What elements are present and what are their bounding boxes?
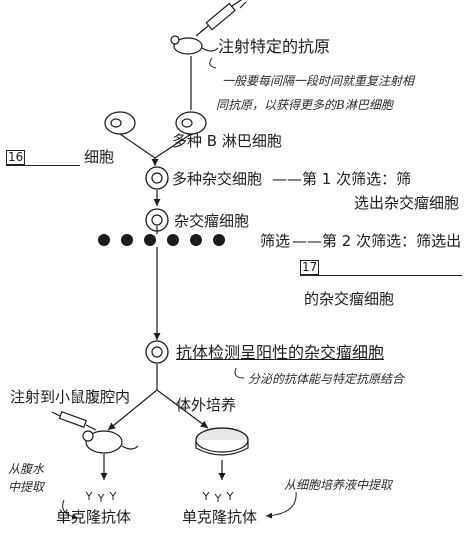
screen-label: 筛选: [260, 232, 291, 250]
mouse-icon: [170, 35, 219, 55]
screen1-line1: ——第 1 次筛选：筛: [272, 170, 412, 188]
b-cell-right: [175, 111, 207, 135]
b-cell-left: [104, 111, 136, 135]
positive-cell: [145, 340, 169, 364]
extract-left-line2: 中提取: [8, 480, 45, 494]
blank-17-number: 17: [300, 260, 320, 275]
blank-16-suffix: 细胞: [84, 148, 115, 166]
antibody-icon-left: [85, 491, 117, 502]
syringe-icon-bottom: [51, 410, 97, 431]
antibody-icon-right: [202, 491, 234, 502]
hybrid-cells-label: 多种杂交细胞: [172, 170, 263, 188]
branch-left-label: 注射到小鼠腹腔内: [10, 388, 131, 406]
b-cells-label: 多种 B 淋巴细胞: [172, 132, 282, 150]
blank-16-number: 16: [6, 150, 26, 165]
syringe-icon: [195, 0, 247, 37]
inject-note-line2: 同抗原，以获得更多的B淋巴细胞: [216, 98, 393, 112]
mouse-icon-bottom: [82, 430, 139, 454]
positive-label: 抗体检测呈阳性的杂交瘤细胞: [176, 343, 385, 362]
hybrid-cell: [145, 166, 169, 190]
mab-right-label: 单克隆抗体: [182, 508, 258, 526]
hybridoma-label: 杂交瘤细胞: [174, 212, 250, 230]
blank-17-line: [300, 275, 462, 276]
petri-dish-icon: [195, 427, 249, 456]
inject-note-line1: 一般要每间隔一段时间就重复注射相: [222, 74, 415, 88]
mab-left-label: 单克隆抗体: [56, 508, 132, 526]
screen2-line1: ——第 2 次筛选：筛选出: [292, 232, 462, 250]
positive-note: 分泌的抗体能与特定抗原结合: [248, 372, 405, 386]
screening-dots: [98, 234, 225, 246]
screen2-line3: 的杂交瘤细胞: [304, 290, 395, 308]
blank-16-line: [6, 165, 80, 166]
screen1-line2: 选出杂交瘤细胞: [354, 194, 460, 212]
extract-left-line1: 从腹水: [8, 462, 45, 476]
branch-right-label: 体外培养: [176, 396, 237, 414]
extract-right-label: 从细胞培养液中提取: [284, 478, 393, 492]
inject-antigen-label: 注射特定的抗原: [218, 37, 331, 56]
